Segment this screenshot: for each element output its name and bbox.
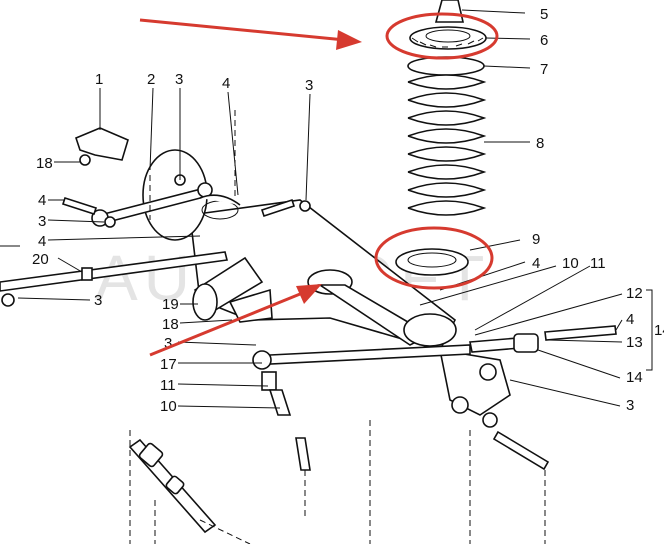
spring-assembly xyxy=(395,0,487,276)
part-labels: 1 2 3 4 3 18 4 3 4 20 3 19 18 3 17 11 10… xyxy=(32,6,664,415)
bolt-lower-right xyxy=(492,430,550,471)
highlight-circle-9 xyxy=(374,226,494,290)
arrow-top-head xyxy=(336,30,362,50)
lateral-rod-nut xyxy=(1,293,15,307)
label-6: 6 xyxy=(540,32,548,49)
vertical-bolt xyxy=(295,437,311,471)
label-4b: 4 xyxy=(38,192,46,209)
bolt-10 xyxy=(268,389,292,416)
label-10b: 10 xyxy=(562,255,579,272)
label-20: 20 xyxy=(32,251,49,268)
label-4a: 4 xyxy=(222,75,230,92)
label-14a: 14 xyxy=(626,369,643,386)
label-3a: 3 xyxy=(175,71,183,88)
label-3b: 3 xyxy=(305,77,313,94)
label-13: 13 xyxy=(626,334,643,351)
lower-rod-bushing xyxy=(138,442,164,468)
arm-bushing xyxy=(403,313,457,347)
axle-tube-end xyxy=(192,283,218,321)
label-12: 12 xyxy=(626,285,643,302)
label-2: 2 xyxy=(147,71,155,88)
label-8: 8 xyxy=(536,135,544,152)
hub-knuckle xyxy=(438,349,511,416)
spring-insulator xyxy=(407,56,485,76)
bolt-4-right xyxy=(544,325,617,341)
upper-seat-inner xyxy=(425,29,471,43)
knuckle-bolt-lower xyxy=(451,396,469,414)
label-3f: 3 xyxy=(626,397,634,414)
label-5: 5 xyxy=(540,6,548,23)
label-4c: 4 xyxy=(38,233,46,250)
label-18b: 18 xyxy=(162,316,179,333)
arrow-bottom-shaft xyxy=(149,290,306,357)
highlight-circle-6 xyxy=(385,12,499,60)
label-4d: 4 xyxy=(532,255,540,272)
lower-rod-bushing-2 xyxy=(165,475,185,495)
lower-seat-inner xyxy=(407,252,457,268)
label-10a: 10 xyxy=(160,398,177,415)
diff-clamp xyxy=(199,194,241,206)
knuckle-bolt xyxy=(479,363,497,381)
bushing-13 xyxy=(513,333,539,353)
label-3d: 3 xyxy=(94,292,102,309)
label-11a: 11 xyxy=(160,377,176,394)
lateral-rod xyxy=(0,251,228,292)
bolt-bushing-11 xyxy=(261,371,277,391)
links xyxy=(0,127,617,534)
label-1: 1 xyxy=(95,71,103,88)
seat-ribs xyxy=(411,37,484,48)
annotations xyxy=(139,12,499,357)
label-3c: 3 xyxy=(38,213,46,230)
coil-spring xyxy=(407,74,487,216)
bracket-nut xyxy=(79,154,91,166)
label-19: 19 xyxy=(162,296,179,313)
nut-3-left xyxy=(104,216,116,228)
arrow-top-shaft xyxy=(139,18,346,42)
label-14b: 14 xyxy=(654,322,664,339)
label-9: 9 xyxy=(532,231,540,248)
knuckle-nut xyxy=(482,412,498,428)
lower-link xyxy=(269,344,471,365)
lower-link-bushing xyxy=(252,350,272,370)
label-4e: 4 xyxy=(626,311,634,328)
bolt-top-mid xyxy=(260,198,296,218)
label-7: 7 xyxy=(540,61,548,78)
bump-stop xyxy=(434,0,465,23)
arrow-bottom-head xyxy=(296,284,322,304)
rod-clamp xyxy=(81,267,93,281)
label-11b: 11 xyxy=(590,255,606,272)
nut-3-top xyxy=(299,200,311,212)
bolt-4-left xyxy=(61,196,98,216)
label-3e: 3 xyxy=(164,335,172,352)
link-bracket xyxy=(228,288,273,323)
label-18a: 18 xyxy=(36,155,53,172)
leader-lines xyxy=(0,9,653,409)
label-17: 17 xyxy=(160,356,177,373)
